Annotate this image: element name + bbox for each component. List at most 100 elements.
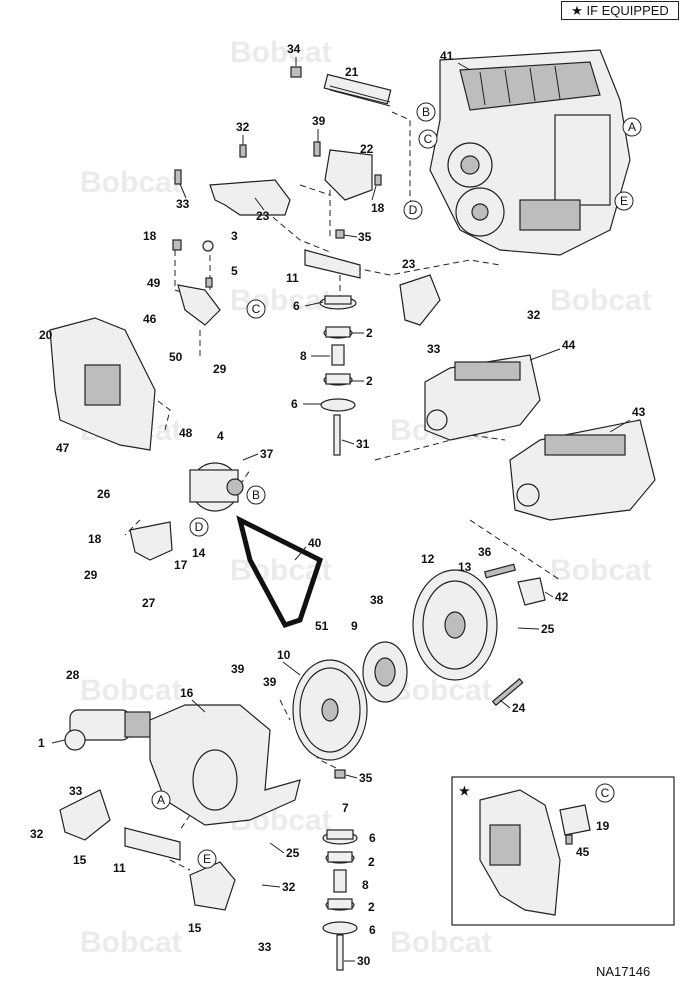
bracket-49 <box>177 284 221 326</box>
callout-6: 6 <box>369 831 376 845</box>
callout-11: 11 <box>286 271 299 285</box>
callout-18: 18 <box>371 201 385 215</box>
engine-assembly <box>429 49 631 256</box>
callout-41: 41 <box>440 49 454 63</box>
callout-39: 39 <box>231 662 245 676</box>
bracket-23-upper <box>209 179 291 216</box>
svg-text:A: A <box>628 120 636 134</box>
callout-43: 43 <box>632 405 646 419</box>
svg-text:E: E <box>620 194 628 208</box>
svg-text:A: A <box>157 793 165 807</box>
ref-engine-b: B <box>416 102 436 122</box>
watermark-text: Bobcat <box>390 926 492 959</box>
callout-26: 26 <box>97 487 111 501</box>
flywheel-housing-12 <box>412 569 498 681</box>
mount-plate-11-upper <box>304 249 361 279</box>
callout-11: 11 <box>113 861 126 875</box>
mount-plate-11-lower <box>124 827 181 861</box>
callout-8: 8 <box>362 878 369 892</box>
callout-33: 33 <box>258 940 272 954</box>
figure-code: NA17146 <box>596 964 651 979</box>
callout-23: 23 <box>402 257 416 271</box>
bracket-15-right <box>189 861 236 911</box>
callout-48: 48 <box>179 426 193 440</box>
ref-alt-b: B <box>246 485 266 505</box>
callout-3: 3 <box>231 229 238 243</box>
callout-24: 24 <box>512 701 526 715</box>
callout-2: 2 <box>366 326 373 340</box>
callout-35: 35 <box>358 230 372 244</box>
ref-engine-c: C <box>418 129 438 149</box>
callout-2: 2 <box>366 374 373 388</box>
callout-32: 32 <box>236 120 250 134</box>
callout-44: 44 <box>562 338 576 352</box>
callout-32: 32 <box>282 880 296 894</box>
nut-34 <box>290 66 302 78</box>
callout-21: 21 <box>345 65 359 79</box>
svg-text:E: E <box>203 852 211 866</box>
if-equipped-text: IF EQUIPPED <box>586 3 669 18</box>
callout-37: 37 <box>260 447 274 461</box>
callout-49: 49 <box>147 276 161 290</box>
valve-cover-ribs <box>479 65 561 106</box>
callout-16: 16 <box>180 686 194 700</box>
watermark-text: Bobcat <box>230 36 332 69</box>
ref-bracket-c: C <box>246 299 266 319</box>
mount-rod-21 <box>323 73 392 105</box>
coupler-9 <box>362 641 408 703</box>
callout-39: 39 <box>263 675 277 689</box>
inset-bracket-19 <box>559 804 591 836</box>
bracket-15-left <box>59 789 111 841</box>
callout-6: 6 <box>291 397 298 411</box>
callout-47: 47 <box>56 441 70 455</box>
callout-19: 19 <box>596 819 610 833</box>
watermark-text: Bobcat <box>230 284 332 317</box>
callout-39: 39 <box>312 114 326 128</box>
starter-1 <box>64 709 151 751</box>
small-hardware-upper <box>172 141 382 326</box>
callout-32: 32 <box>527 308 541 322</box>
bolt-13 <box>483 563 517 579</box>
callout-22: 22 <box>360 142 374 156</box>
ref-housing-e: E <box>197 849 217 869</box>
callout-34: 34 <box>287 42 301 56</box>
callout-12: 12 <box>421 552 435 566</box>
watermark-text: Bobcat <box>80 926 182 959</box>
belt-40 <box>236 515 324 629</box>
callout-15: 15 <box>188 921 202 935</box>
callout-9: 9 <box>351 619 358 633</box>
watermark-text: Bobcat <box>550 554 652 587</box>
flywheel-10 <box>292 659 368 761</box>
callout-2: 2 <box>368 855 375 869</box>
upper-mount-stack <box>319 295 357 456</box>
callout-14: 14 <box>192 546 206 560</box>
callout-1: 1 <box>38 736 45 750</box>
callout-33: 33 <box>176 197 190 211</box>
callout-33: 33 <box>427 342 441 356</box>
callout-18: 18 <box>143 229 157 243</box>
callout-29: 29 <box>84 568 98 582</box>
callout-18: 18 <box>88 532 102 546</box>
callout-46: 46 <box>143 312 157 326</box>
svg-text:B: B <box>252 488 260 502</box>
watermark-text: Bobcat <box>80 166 182 199</box>
if-equipped-legend: ★ IF EQUIPPED <box>561 1 679 20</box>
svg-text:D: D <box>195 520 204 534</box>
reference-circles: A B C D E C B D <box>151 102 642 869</box>
callout-15: 15 <box>73 853 87 867</box>
callout-10: 10 <box>277 648 291 662</box>
coupler-42 <box>517 577 546 606</box>
callout-42: 42 <box>555 590 569 604</box>
svg-text:C: C <box>601 786 610 800</box>
callout-5: 5 <box>231 264 238 278</box>
callout-7: 7 <box>342 801 349 815</box>
callout-50: 50 <box>169 350 183 364</box>
callout-labels: 34 21 39 32 22 33 23 18 18 3 35 5 11 49 … <box>30 42 646 968</box>
bolt-24 <box>491 678 524 707</box>
ref-engine-d: D <box>403 200 423 220</box>
ref-housing-a: A <box>151 790 171 810</box>
callout-35: 35 <box>359 771 373 785</box>
svg-text:D: D <box>409 203 418 217</box>
if-equipped-inset <box>451 776 675 926</box>
